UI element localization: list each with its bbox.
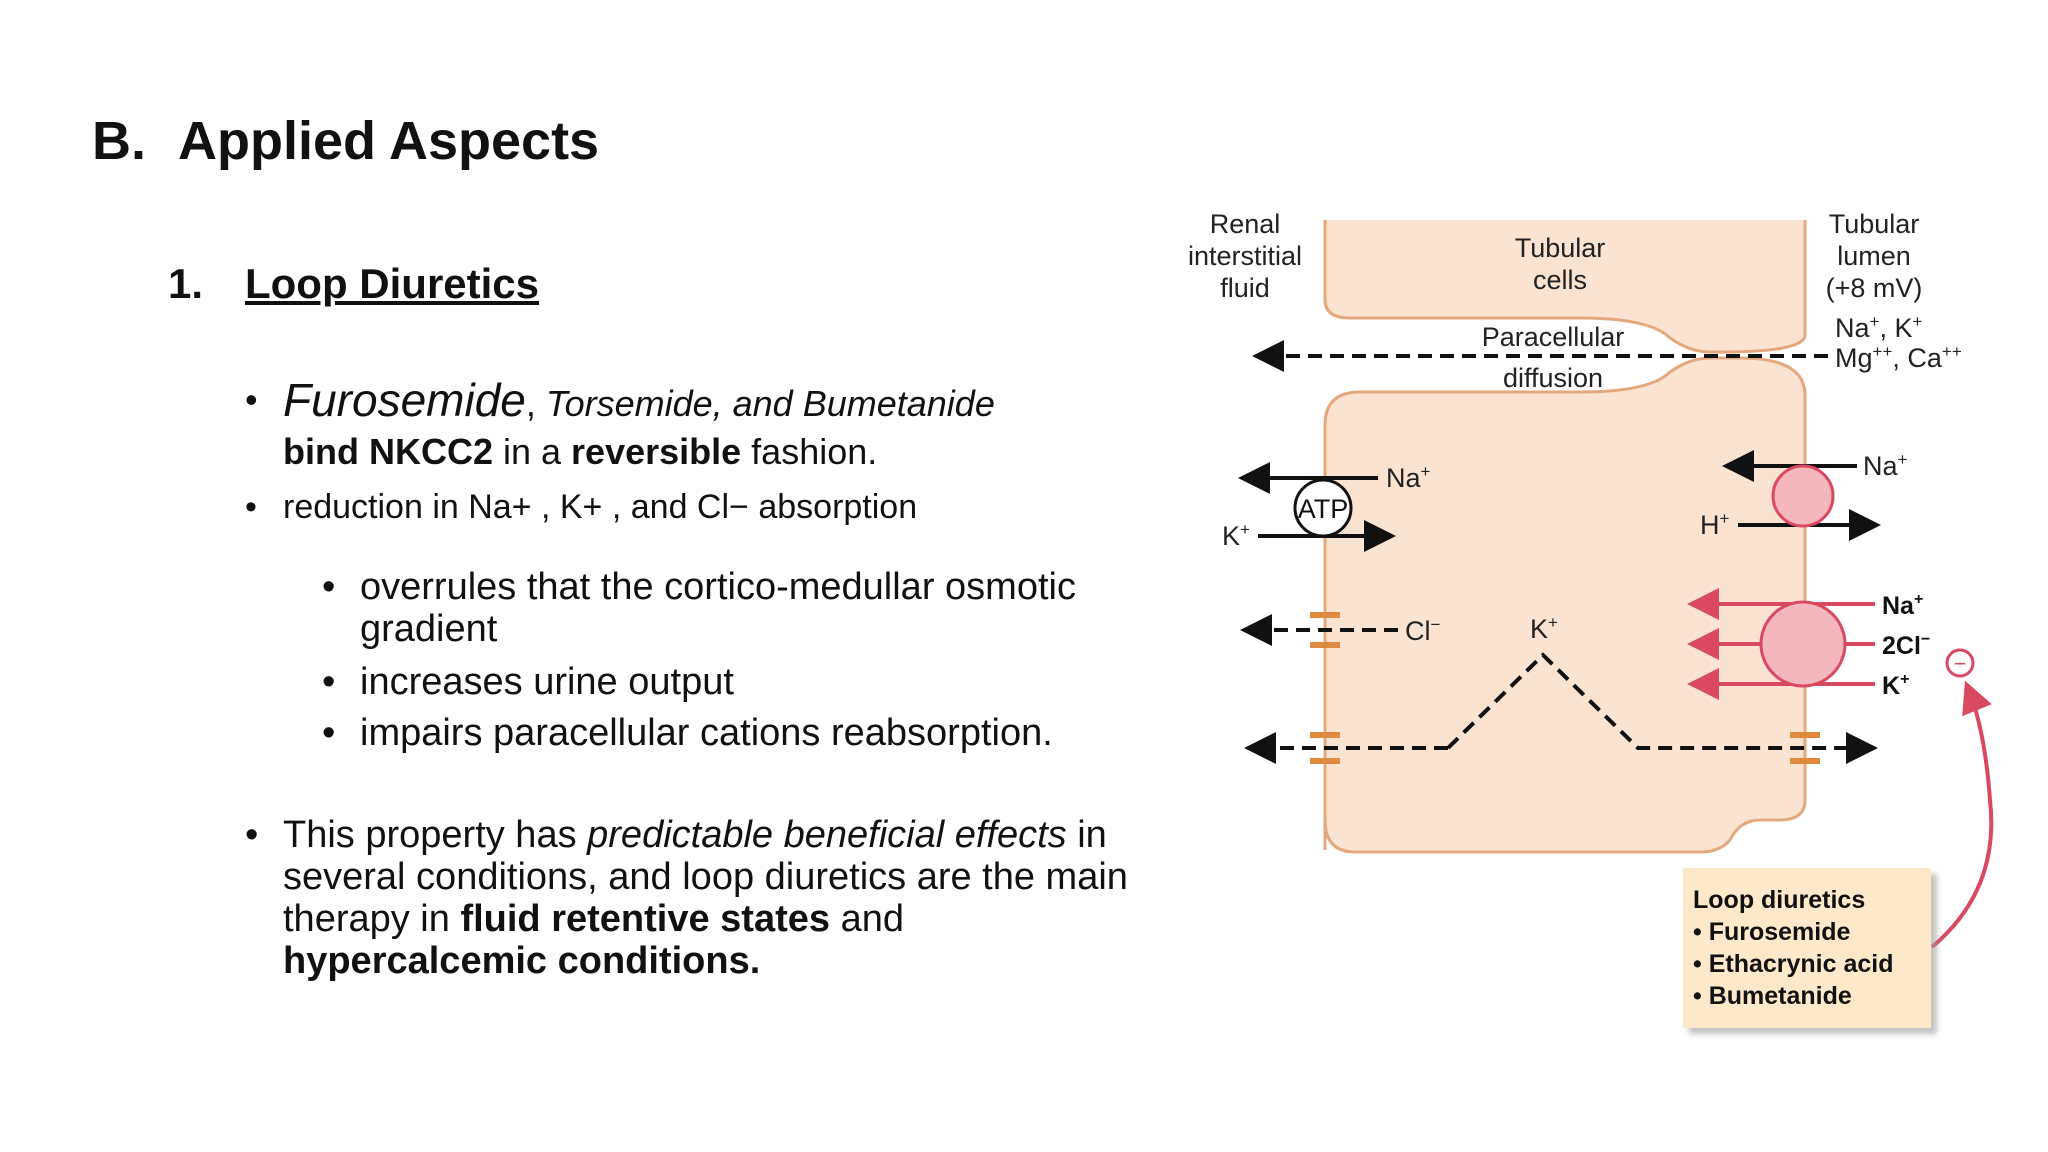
nkcc2-transporter	[1759, 600, 1847, 688]
svg-text:diffusion: diffusion	[1503, 363, 1603, 393]
bullet-dot: •	[245, 814, 259, 856]
bind-end: fashion.	[741, 431, 878, 472]
drug-comma: ,	[525, 383, 546, 424]
inhibition-sign: −	[1954, 651, 1967, 676]
bullet-urine-output-text: increases urine output	[360, 661, 734, 703]
na-h-exchanger	[1771, 464, 1835, 528]
k-channel-right-top	[1790, 732, 1820, 738]
section-title: Applied Aspects	[178, 111, 600, 171]
tubular-cells-label: Tubular cells	[1515, 233, 1606, 295]
svg-text:Tubular: Tubular	[1515, 233, 1606, 263]
svg-text:Loop diuretics: Loop diuretics	[1693, 886, 1865, 914]
drug-furosemide: Furosemide	[283, 374, 526, 426]
k-channel-left-top	[1310, 732, 1340, 738]
bullet-reduction: • reduction in Na+ , K+ , and Cl− absorpt…	[245, 486, 1163, 528]
section-number: B.	[92, 111, 146, 171]
k-channel-right-bottom	[1790, 758, 1820, 764]
svg-text:(+8 mV): (+8 mV)	[1826, 273, 1923, 303]
svg-text:Mg++, Ca++: Mg++, Ca++	[1835, 342, 1962, 373]
svg-text:Paracellular: Paracellular	[1482, 322, 1625, 352]
svg-text:• Ethacrynic acid: • Ethacrynic acid	[1693, 950, 1894, 978]
bullet-gradient: • overrules that the cortico-medullar osm…	[322, 566, 1160, 650]
property-hypercalcemic: hypercalcemic conditions.	[283, 940, 761, 982]
tubular-lumen-label: Tubular lumen (+8 mV)	[1826, 209, 1923, 303]
nkcc2-cl-label: 2Cl−	[1882, 631, 1930, 660]
pump-na-label: Na+	[1386, 462, 1431, 493]
section-heading: B. Applied Aspects	[92, 108, 599, 174]
property-fluid: fluid retentive states	[460, 898, 831, 940]
bind-nkcc2: bind NKCC2	[283, 431, 493, 472]
slide-text-area: B. Applied Aspects 1. Loop Diuretics • Furo…	[92, 108, 1163, 982]
lower-cell	[1323, 356, 1807, 854]
paracellular-label: Paracellular diffusion	[1482, 322, 1625, 393]
nephron-diagram: Renal interstitial fluid Tubular cells T…	[1188, 209, 1994, 1028]
subsection-number: 1.	[168, 260, 204, 307]
k-recycle-path	[1446, 652, 1860, 750]
property-mid: in several conditions, and loop diuretic…	[283, 814, 1128, 940]
nkcc2-na-label: Na+	[1882, 591, 1923, 620]
svg-text:• Furosemide: • Furosemide	[1693, 918, 1850, 946]
bullet-drug-binding: • Furosemide, Torsemide, and Bumetanide bi…	[245, 374, 1163, 476]
svg-text:lumen: lumen	[1837, 241, 1911, 271]
property-pre: This property has	[283, 814, 588, 856]
exchanger-h-label: H+	[1700, 509, 1730, 540]
svg-text:• Bumetanide: • Bumetanide	[1693, 982, 1852, 1010]
bullet-dot: •	[322, 712, 336, 754]
svg-text:Na+, K+: Na+, K+	[1835, 312, 1922, 343]
svg-text:Tubular: Tubular	[1829, 209, 1920, 239]
drug-others: Torsemide, and Bumetanide	[545, 383, 995, 424]
inhibition-arc	[1930, 680, 1994, 949]
cl-channel-bottom	[1310, 642, 1340, 648]
atp-label: ATP	[1298, 494, 1349, 524]
bullet-dot: •	[245, 379, 258, 420]
bullet-reduction-text: reduction in Na+ , K+ , and Cl− absorpti…	[283, 488, 918, 526]
upper-cell	[1323, 220, 1807, 354]
renal-interstitial-label: Renal interstitial fluid	[1188, 209, 1302, 303]
exchanger-na-label: Na+	[1863, 450, 1908, 481]
pump-k-label: K+	[1222, 520, 1250, 551]
bullet-urine-output: • increases urine output	[322, 661, 1160, 703]
bind-reversible: reversible	[571, 431, 742, 472]
subsection-title: Loop Diuretics	[245, 260, 540, 307]
bullet-property: • This property has predictable beneficia…	[245, 814, 1163, 982]
cl-channel-label: Cl−	[1405, 615, 1441, 646]
loop-diuretics-box	[1683, 868, 1931, 1028]
k-channel-left-bottom	[1310, 758, 1340, 764]
property-and: and	[830, 898, 904, 940]
bullet-dot: •	[245, 488, 257, 526]
bullet-gradient-text: overrules that the cortico-medullar osmo…	[360, 566, 1076, 650]
svg-text:cells: cells	[1533, 265, 1587, 295]
lumen-cations-label: Na+, K+ Mg++, Ca++	[1835, 312, 1962, 373]
bullet-paracellular: • impairs paracellular cations reabsorpti…	[322, 712, 1160, 754]
bind-mid: in a	[493, 431, 572, 472]
bullet-dot: •	[322, 661, 336, 703]
svg-text:Renal: Renal	[1210, 209, 1281, 239]
cl-channel-top	[1310, 612, 1340, 618]
subsection-heading: 1. Loop Diuretics	[168, 256, 539, 312]
bullet-dot: •	[322, 566, 336, 608]
svg-text:fluid: fluid	[1220, 273, 1270, 303]
inhibition-icon	[1945, 648, 1975, 678]
k-recycle-label: K+	[1530, 613, 1558, 644]
atp-pump	[1293, 478, 1353, 538]
svg-text:interstitial: interstitial	[1188, 241, 1302, 271]
nkcc2-k-label: K+	[1882, 671, 1909, 700]
loop-diuretics-text: Loop diuretics • Furosemide • Ethacrynic…	[1693, 886, 1894, 1010]
property-italic: predictable beneficial effects	[587, 814, 1067, 856]
bullet-paracellular-text: impairs paracellular cations reabsorptio…	[360, 712, 1053, 754]
